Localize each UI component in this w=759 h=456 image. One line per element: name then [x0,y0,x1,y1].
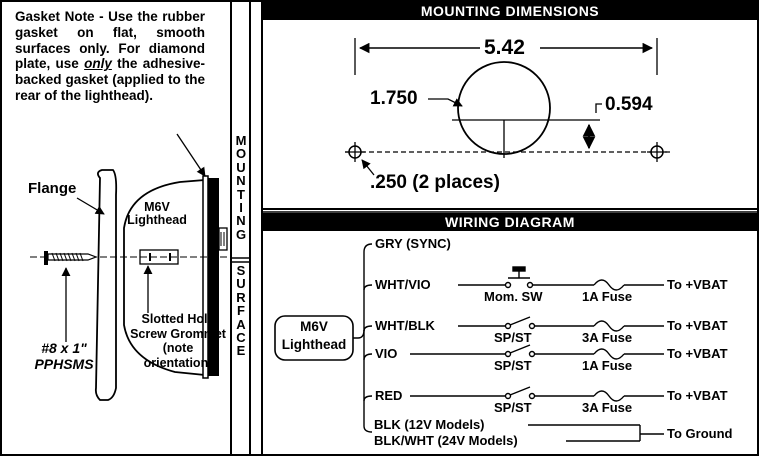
lighthead-label-line1: M6V [144,200,170,214]
surface-letter: F [237,303,245,319]
flange-label: Flange [28,180,77,197]
grommet-label-line3: (note orientation) [143,341,213,370]
wire-wht-vio: WHT/VIO [375,277,431,292]
lighthead-illustration [30,133,231,401]
screw-label-line2: PPHSMS [34,356,94,372]
wiring-drawing [274,243,664,442]
fuse-label: 3A Fuse [582,400,633,415]
mounting-letter: N [236,173,246,189]
wire-blk: BLK (12V Models) [374,417,485,432]
surface-letter: A [236,316,246,332]
wire-wht-blk: WHT/BLK [375,318,435,333]
lighthead-label-line2: Lighthead [127,213,187,227]
wiring-lighthead-box: M6V Lighthead [275,318,353,354]
mounting-dimensions-header: MOUNTING DIMENSIONS [263,2,757,20]
destination-vbat: To +VBAT [667,318,728,333]
mounting-vertical-label: M O U N T I N G [234,133,248,242]
switch-momentary-label: Mom. SW [484,289,543,304]
mounting-letter: G [235,226,247,242]
gasket-note-text: Gasket Note - Use the rubber gasket on f… [15,9,205,72]
grommet-label: Slotted Hole Screw Grommet (note orienta… [128,312,228,370]
surface-letter: R [236,289,246,305]
surface-letter: C [236,330,246,346]
destination-ground: To Ground [667,426,733,441]
wire-vio: VIO [375,346,398,361]
fuse-label: 1A Fuse [582,358,633,373]
switch-spst-label: SP/ST [494,358,532,373]
fuse-label: 3A Fuse [582,330,633,345]
surface-letter: E [236,343,246,359]
mounting-letter: U [236,159,246,175]
wire-red: RED [375,388,403,403]
holes-dimension: .250 (2 places) [370,172,500,193]
wiring-diagram-header: WIRING DIAGRAM [263,213,757,231]
mounting-dimensions-drawing [345,38,670,176]
mounting-letter: I [239,200,243,216]
surface-letter: U [236,276,246,292]
wire-blk-wht: BLK/WHT (24V Models) [374,433,518,448]
wire-gry: GRY (SYNC) [375,236,451,251]
fuse-label: 1A Fuse [582,289,633,304]
gasket-note: Gasket Note - Use the rubber gasket on f… [15,9,205,104]
offset-dimension: 0.594 [605,94,653,115]
wiring-lighthead-line2: Lighthead [281,337,347,352]
screw-label: #8 x 1" PPHSMS [22,340,106,372]
mounting-letter: T [237,186,245,202]
flange-shape [94,169,118,401]
gasket-note-text-end: the adhesive-backed gasket (applied to t… [15,56,205,103]
surface-letter: S [236,263,246,278]
grommet-label-line1: Slotted Hole [141,312,215,326]
mounting-letter: N [236,213,246,229]
surface-vertical-label: S U R F A C E [234,264,248,358]
grommet-label-line2: Screw Grommet [130,326,226,341]
diameter-dimension: 1.750 [370,88,418,109]
destination-vbat: To +VBAT [667,388,728,403]
destination-vbat: To +VBAT [667,277,728,292]
switch-spst-label: SP/ST [494,330,532,345]
lighthead-label: M6V Lighthead [127,201,187,227]
destination-vbat: To +VBAT [667,346,728,361]
screw-label-line1: #8 x 1" [41,340,87,356]
mounting-letter: O [235,146,247,162]
mounting-letter: M [235,133,247,148]
wiring-lighthead-line1: M6V [300,319,328,334]
width-dimension: 5.42 [484,36,525,59]
gasket-note-emphasis: only [84,56,112,72]
switch-spst-label: SP/ST [494,400,532,415]
